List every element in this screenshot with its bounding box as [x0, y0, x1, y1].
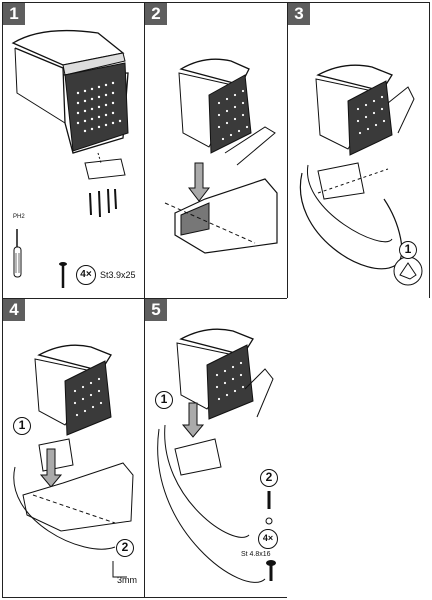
quantity-badge: 4× [258, 529, 278, 549]
step-badge: 1 [399, 241, 417, 259]
panel-number: 4 [3, 299, 25, 321]
step-badge: 2 [116, 539, 134, 557]
armrest-exploded-illustration [11, 29, 129, 288]
screw-spec-label: St3.9x25 [100, 270, 136, 280]
step-badge: 1 [13, 417, 31, 435]
panel-number: 1 [3, 3, 25, 25]
panel-4: 4 1 2 3mm [2, 298, 145, 598]
panel-3: 3 1 [287, 2, 430, 299]
panel-number: 5 [145, 299, 167, 321]
armrest-mount-illustration [164, 58, 278, 254]
empty-cell [287, 298, 430, 598]
armrest-final-screw-illustration [157, 328, 276, 583]
panel-number: 3 [288, 3, 310, 25]
step-badge: 1 [155, 391, 173, 409]
drill-size-label: 3mm [117, 575, 137, 585]
quantity-badge: 4× [76, 265, 96, 285]
panel-1: 1 [2, 2, 145, 299]
panel-number: 2 [145, 3, 167, 25]
armrest-install-illustration [299, 64, 423, 286]
armrest-fastening-illustration [13, 344, 134, 578]
screw-spec-label: St 4.8x16 [241, 551, 271, 558]
step-badge: 2 [260, 469, 278, 487]
panel-2: 2 [144, 2, 288, 299]
tool-label: PH2 [13, 214, 25, 220]
panel-5: 5 1 2 4× St 4.8x16 [144, 298, 288, 598]
